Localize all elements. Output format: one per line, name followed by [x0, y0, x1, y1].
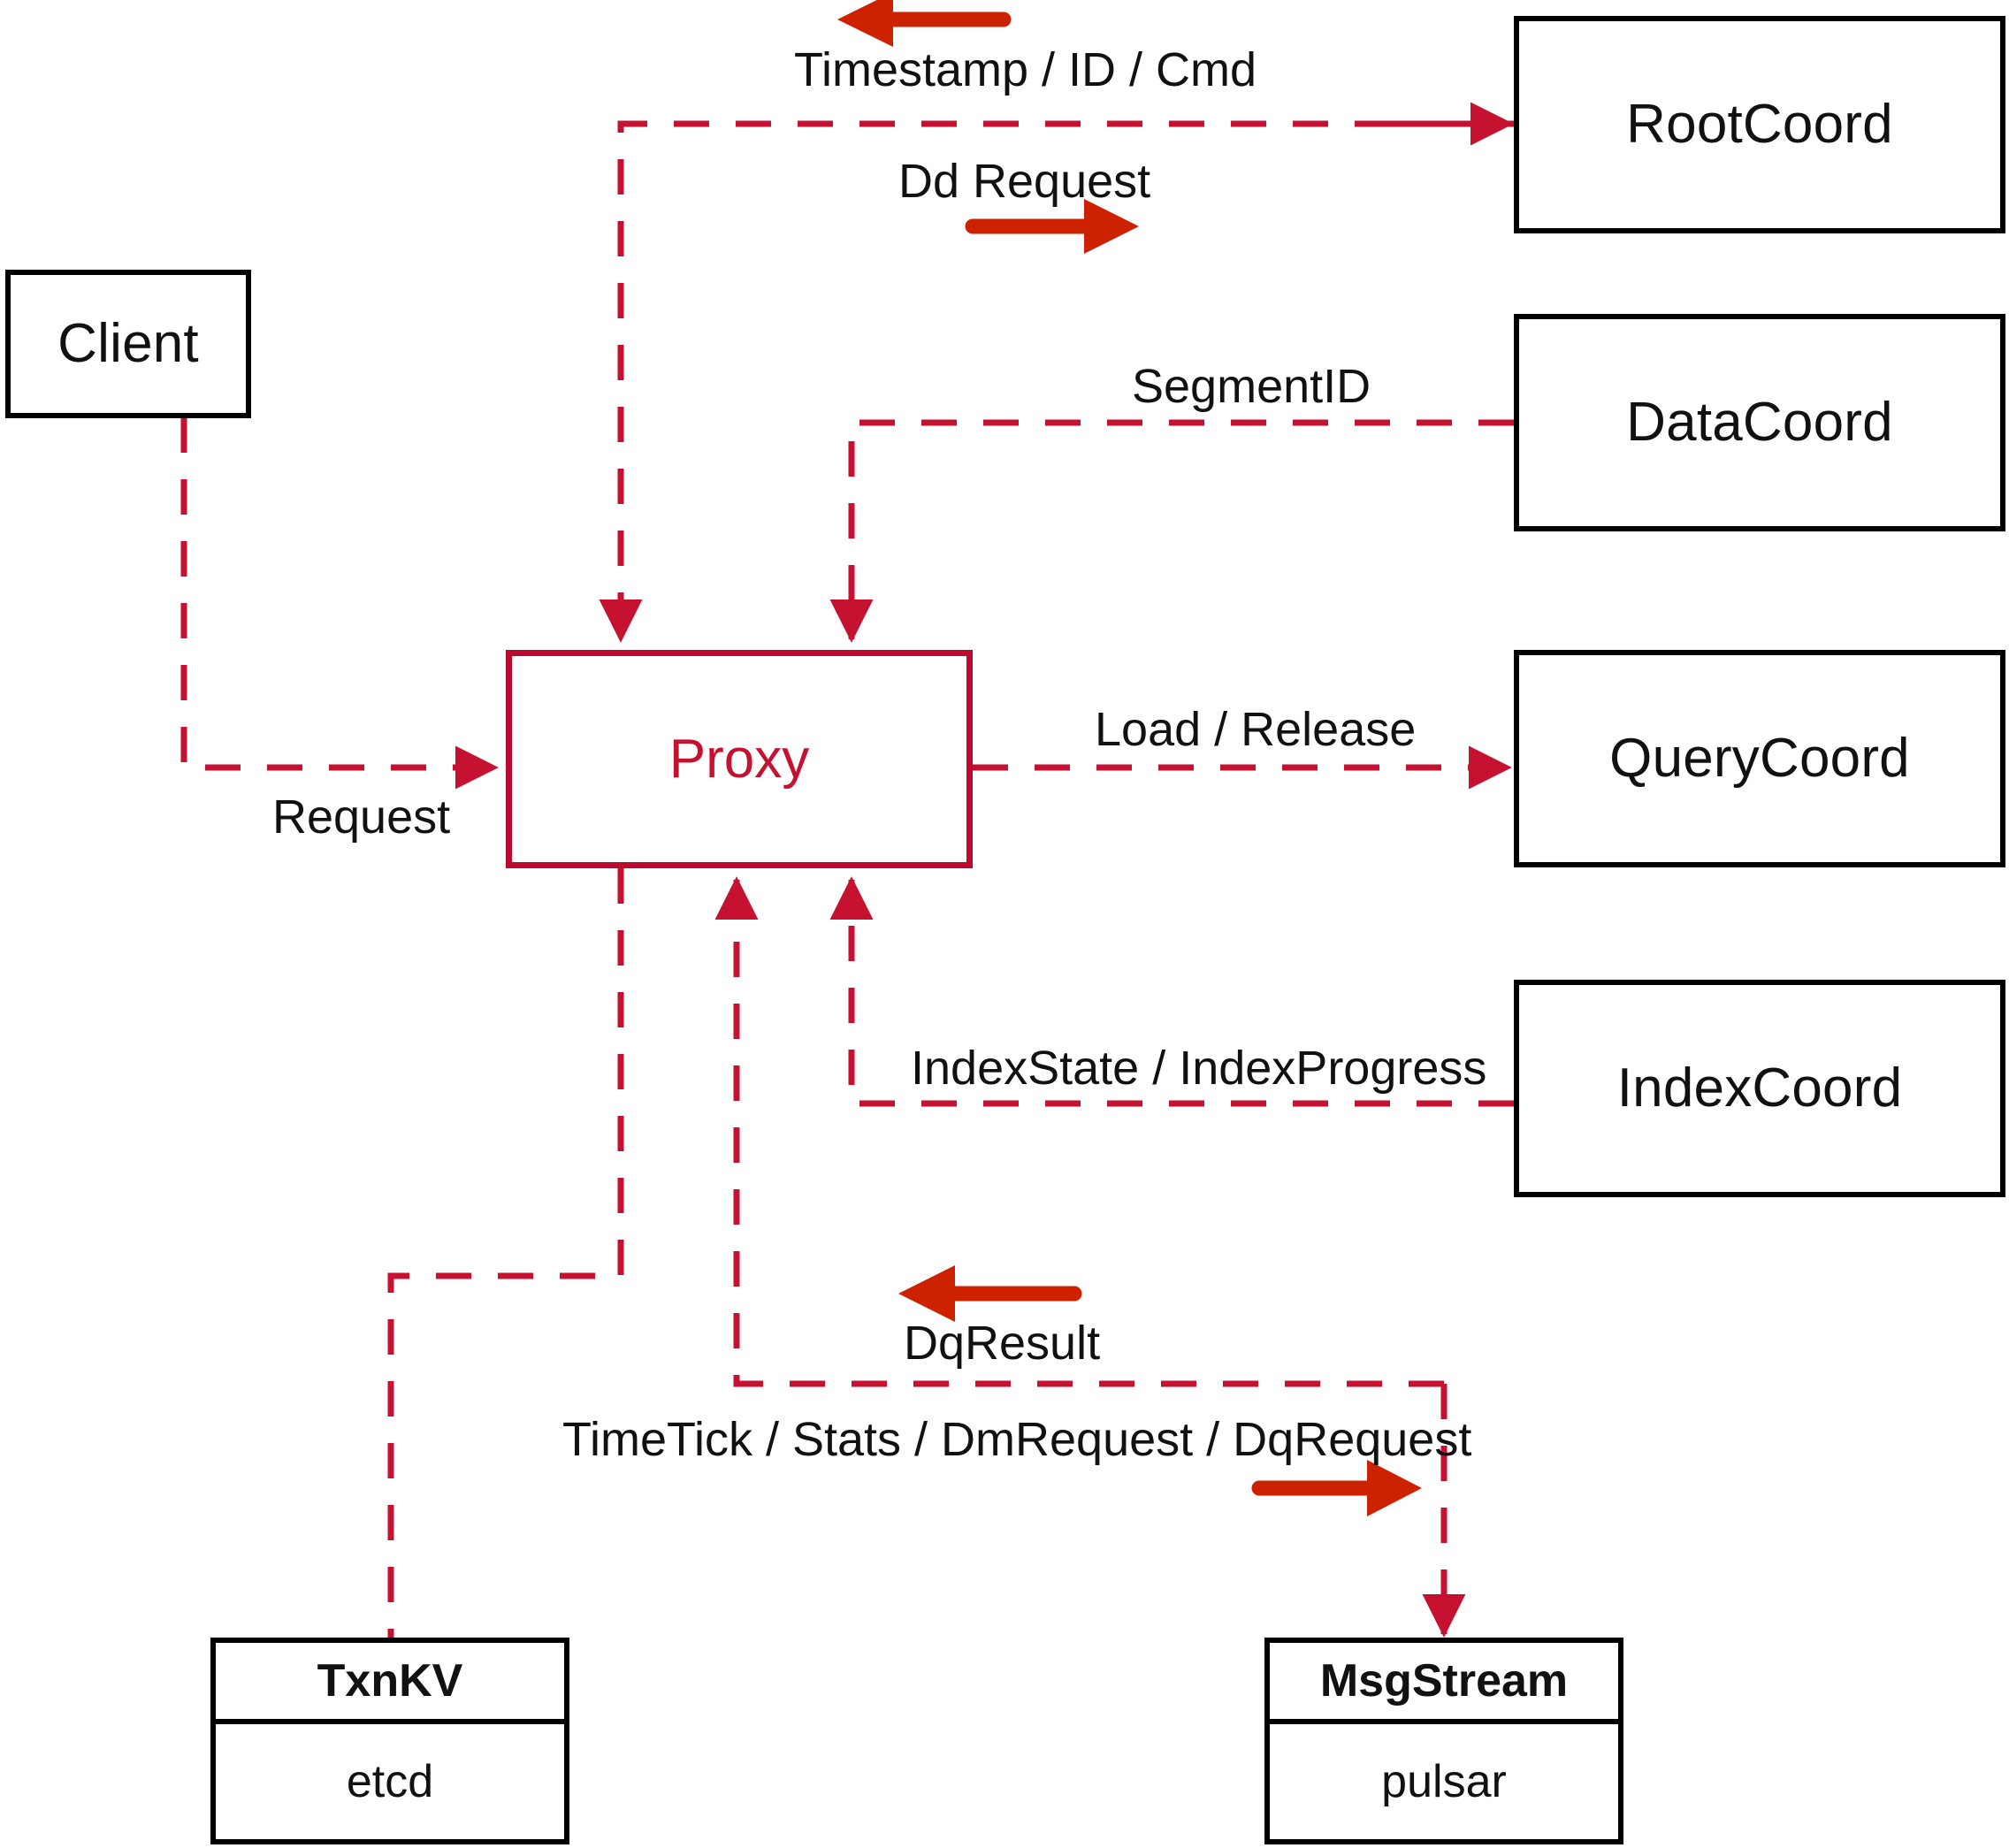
edge-label-index-state: IndexState / IndexProgress — [911, 1042, 1487, 1095]
direction-arrow-dqresult — [898, 1265, 1082, 1322]
node-msgstream-body: pulsar — [1270, 1724, 1618, 1839]
node-rootcoord[interactable]: RootCoord — [1514, 16, 2005, 233]
direction-arrow-dqrequest — [1251, 1460, 1422, 1516]
node-proxy-label: Proxy — [668, 728, 810, 790]
edge-rootcoord-to-proxy — [599, 120, 1514, 643]
edge-label-request: Request — [272, 790, 451, 844]
edge-label-load-release: Load / Release — [1095, 703, 1417, 756]
node-txnkv-body-label: etcd — [346, 1756, 434, 1807]
node-msgstream-header: MsgStream — [1270, 1643, 1618, 1724]
edge-indexcoord-to-proxy — [829, 876, 1514, 1107]
node-txnkv-body: etcd — [216, 1724, 564, 1839]
node-msgstream-body-label: pulsar — [1381, 1756, 1507, 1807]
edge-label-dd-request: Dd Request — [898, 155, 1151, 208]
edge-datacoord-to-proxy — [829, 419, 1514, 643]
edge-client-to-proxy — [180, 417, 499, 790]
node-querycoord[interactable]: QueryCoord — [1514, 650, 2005, 867]
edge-proxy-to-txnkv — [387, 868, 624, 1638]
direction-arrow-timestamp — [837, 0, 1012, 47]
node-datacoord-label: DataCoord — [1626, 392, 1893, 453]
node-datacoord[interactable]: DataCoord — [1514, 314, 2005, 531]
node-txnkv-header-label: TxnKV — [317, 1655, 463, 1707]
node-client-label: Client — [57, 313, 199, 374]
node-msgstream-header-label: MsgStream — [1319, 1655, 1569, 1707]
node-indexcoord[interactable]: IndexCoord — [1514, 980, 2005, 1197]
edge-label-dq-result: DqResult — [904, 1317, 1101, 1370]
node-querycoord-label: QueryCoord — [1609, 728, 1910, 789]
edge-label-timestamp-id-cmd: Timestamp / ID / Cmd — [794, 43, 1257, 96]
node-txnkv[interactable]: TxnKV etcd — [210, 1638, 569, 1844]
node-indexcoord-label: IndexCoord — [1616, 1058, 1903, 1119]
node-rootcoord-label: RootCoord — [1626, 94, 1893, 155]
edge-label-segment-id: SegmentID — [1132, 360, 1371, 413]
edge-msgstream-to-proxy — [714, 876, 1444, 1387]
node-client[interactable]: Client — [5, 270, 251, 418]
direction-arrow-dd-request — [965, 199, 1139, 254]
node-txnkv-header: TxnKV — [216, 1643, 564, 1724]
edge-label-timetick-stats: TimeTick / Stats / DmRequest / DqRequest — [562, 1413, 1472, 1466]
node-msgstream[interactable]: MsgStream pulsar — [1264, 1638, 1623, 1844]
node-proxy[interactable]: Proxy — [506, 650, 973, 868]
